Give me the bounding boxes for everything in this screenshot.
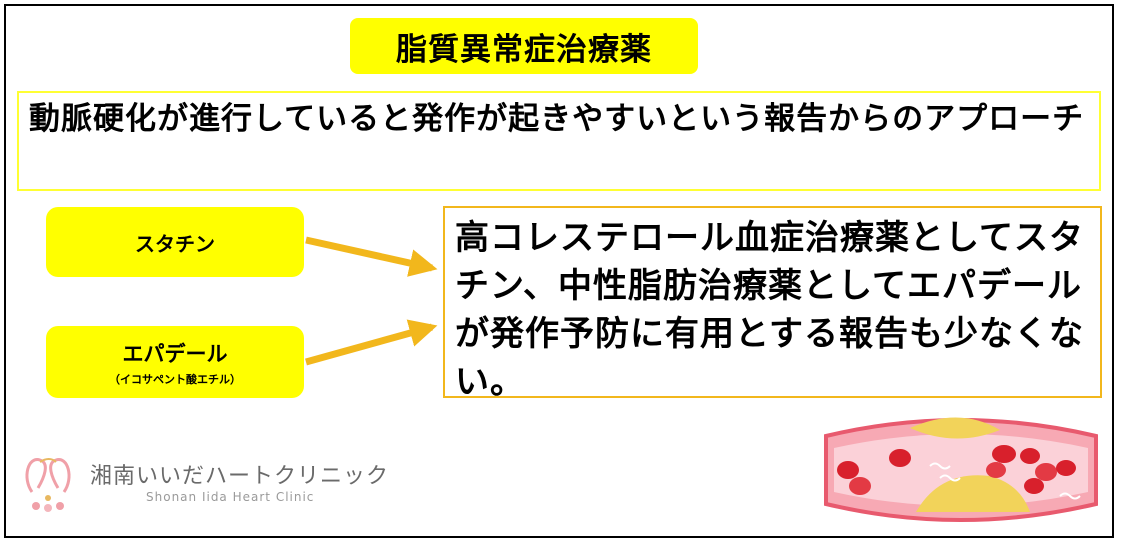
arrow-icon: [305, 236, 438, 277]
blood-vessel-illustration: [824, 417, 1098, 522]
clinic-name-en: Shonan Iida Heart Clinic: [146, 490, 315, 504]
page-title: 脂質異常症治療薬: [350, 18, 698, 74]
description-box: 高コレステロール血症治療薬としてスタチン、中性脂肪治療薬としてエパデールが発作予…: [443, 206, 1102, 402]
drug-statin-label: スタチン: [135, 231, 215, 256]
intro-box: 動脈硬化が進行していると発作が起きやすいという報告からのアプローチ: [17, 91, 1101, 191]
clinic-name-ja: 湘南いいだハートクリニック: [90, 464, 390, 489]
drug-epadel-label: エパデール: [122, 341, 228, 366]
arrow-icon: [305, 319, 438, 366]
clinic-logo-icon: [25, 458, 71, 512]
drug-epadel-sublabel: （イコサペント酸エチル）: [109, 372, 241, 386]
clinic-logo: 湘南いいだハートクリニック Shonan Iida Heart Clinic: [18, 448, 418, 518]
drug-statin-box: スタチン: [46, 207, 304, 277]
drug-epadel-box: エパデール （イコサペント酸エチル）: [46, 326, 304, 398]
